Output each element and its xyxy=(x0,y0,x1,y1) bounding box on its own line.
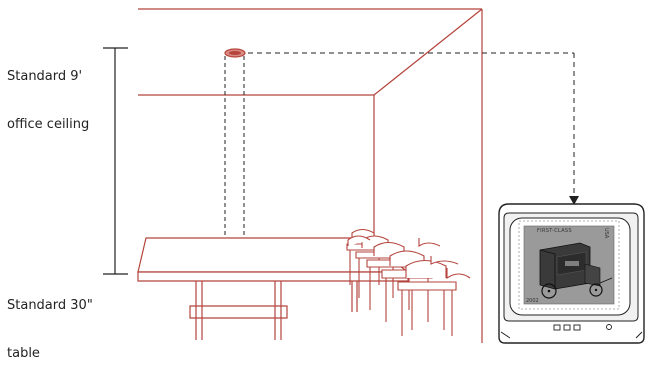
mail-wagon-icon xyxy=(539,242,613,299)
tv-icon: FIRST-CLASS USA 2002 xyxy=(498,203,645,344)
tv-controls xyxy=(553,324,612,331)
stamp-side-text: USA xyxy=(603,228,609,239)
table-label-line-2: table xyxy=(7,346,40,361)
conference-table xyxy=(137,237,410,340)
stamp-image: FIRST-CLASS USA 2002 xyxy=(518,220,620,310)
chair xyxy=(397,259,457,336)
ceiling-height-label: Standard 9' office ceiling xyxy=(7,37,89,149)
stamp-bottom-text: 2002 xyxy=(526,298,539,304)
height-bracket xyxy=(103,47,128,275)
chairs xyxy=(346,228,471,336)
chair xyxy=(347,235,471,280)
signal-arrow-icon xyxy=(569,196,579,205)
room-outline xyxy=(138,8,483,343)
signal-path xyxy=(248,52,575,196)
table-label-line-1: Standard 30" xyxy=(7,298,93,313)
ceiling-label-line-1: Standard 9' xyxy=(7,69,83,84)
stamp-top-text: FIRST-CLASS xyxy=(537,228,572,234)
table-height-label: Standard 30" table xyxy=(7,266,93,378)
ceiling-camera-icon xyxy=(224,48,246,253)
ceiling-label-line-2: office ceiling xyxy=(7,117,90,132)
